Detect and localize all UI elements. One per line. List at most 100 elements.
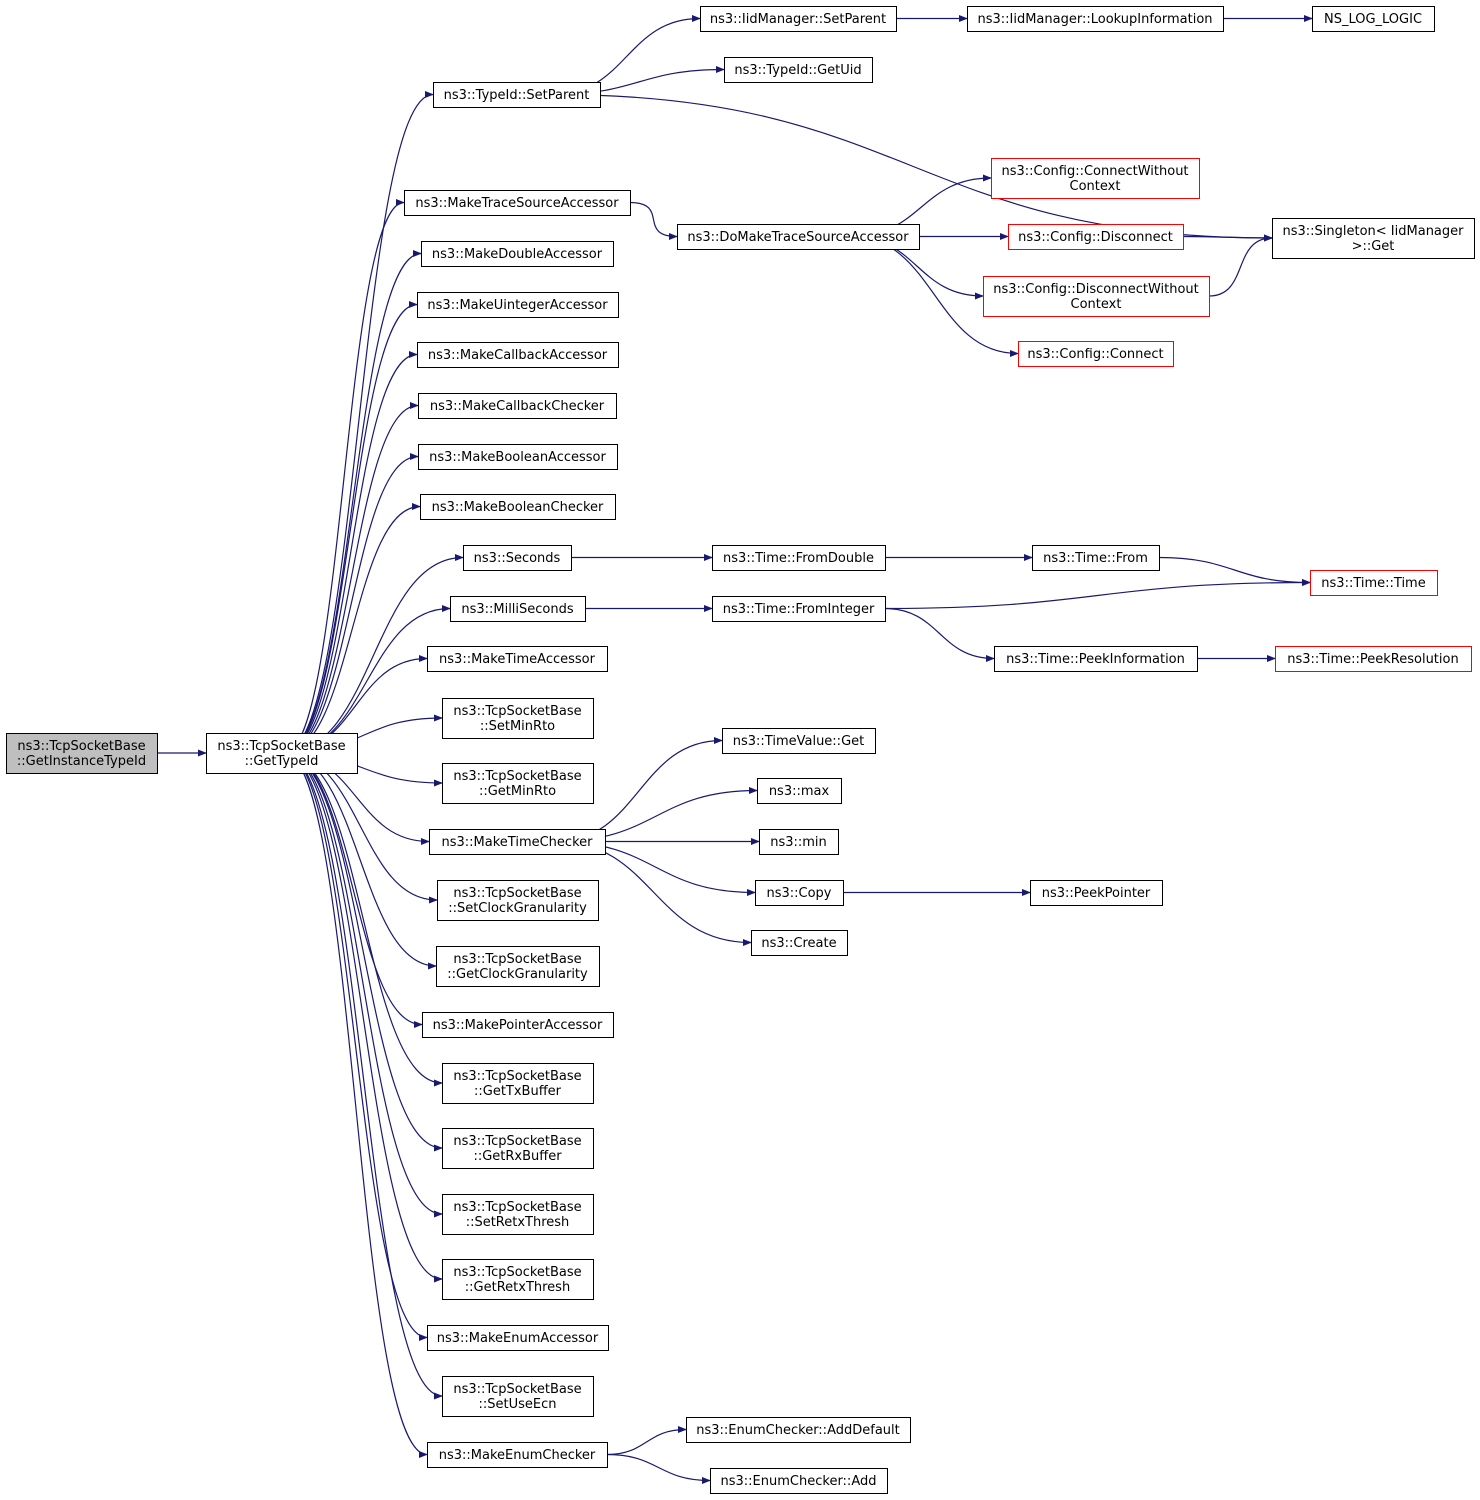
- node-make-boolean-acc[interactable]: ns3::MakeBooleanAccessor: [418, 444, 618, 470]
- node-label: >::Get: [1352, 239, 1395, 254]
- node-label: ::GetMinRto: [479, 784, 556, 799]
- node-label: ns3::Time::FromInteger: [723, 602, 875, 617]
- node-label: ns3::TcpSocketBase: [453, 1200, 581, 1215]
- edge-gettypeid-to-get_tx_buffer: [283, 752, 443, 1087]
- node-timevalue-get[interactable]: ns3::TimeValue::Get: [722, 728, 876, 754]
- node-label: ns3::EnumChecker::AddDefault: [696, 1423, 899, 1438]
- node-get-rx-buffer[interactable]: ns3::TcpSocketBase::GetRxBuffer: [442, 1128, 594, 1169]
- node-make-callback-acc[interactable]: ns3::MakeCallbackAccessor: [417, 342, 619, 368]
- node-get-clock-gran[interactable]: ns3::TcpSocketBase::GetClockGranularity: [436, 946, 600, 987]
- node-label: ns3::PeekPointer: [1042, 886, 1151, 901]
- node-box: [436, 946, 600, 987]
- edge-gettypeid-to-get_retx_thresh: [283, 752, 443, 1283]
- edge-gettypeid-to-make_trace_src_acc: [283, 198, 405, 754]
- node-time-fromdouble[interactable]: ns3::Time::FromDouble: [712, 545, 886, 571]
- node-make-boolean-chk[interactable]: ns3::MakeBooleanChecker: [420, 494, 616, 520]
- node-get-min-rto[interactable]: ns3::TcpSocketBase::GetMinRto: [442, 763, 594, 804]
- node-make-enum-acc[interactable]: ns3::MakeEnumAccessor: [427, 1325, 609, 1351]
- node-time-time[interactable]: ns3::Time::Time: [1310, 570, 1438, 596]
- node-box: [442, 1259, 594, 1300]
- node-typeid-getuid[interactable]: ns3::TypeId::GetUid: [724, 57, 873, 83]
- edge-gettypeid-to-make_enum_acc: [283, 752, 428, 1342]
- node-iid-setparent[interactable]: ns3::IidManager::SetParent: [700, 6, 897, 32]
- node-label: ns3::TcpSocketBase: [453, 704, 581, 719]
- node-set-clock-gran[interactable]: ns3::TcpSocketBase::SetClockGranularity: [437, 880, 599, 921]
- node-max[interactable]: ns3::max: [757, 778, 842, 804]
- node-box: [442, 1063, 594, 1104]
- node-iid-lookup[interactable]: ns3::IidManager::LookupInformation: [967, 6, 1224, 32]
- node-set-retx-thresh[interactable]: ns3::TcpSocketBase::SetRetxThresh: [442, 1194, 594, 1235]
- node-box: [710, 1468, 888, 1494]
- node-box: [404, 190, 631, 216]
- node-box: [1030, 880, 1163, 906]
- node-do-make-trace-src-acc[interactable]: ns3::DoMakeTraceSourceAccessor: [677, 224, 920, 250]
- edge-gettypeid-to-set_use_ecn: [283, 752, 443, 1400]
- edge-time_frominteger-to-time_time: [884, 578, 1311, 610]
- node-enum-add-default[interactable]: ns3::EnumChecker::AddDefault: [686, 1417, 911, 1443]
- node-milliseconds[interactable]: ns3::MilliSeconds: [450, 596, 586, 622]
- edge-gettypeid-to-get_rx_buffer: [283, 752, 443, 1152]
- node-ns-log-logic[interactable]: NS_LOG_LOGIC: [1312, 6, 1435, 32]
- node-make-time-chk[interactable]: ns3::MakeTimeChecker: [429, 829, 606, 855]
- node-label: NS_LOG_LOGIC: [1324, 12, 1422, 27]
- node-min[interactable]: ns3::min: [759, 829, 839, 855]
- node-label: ns3::MakeBooleanAccessor: [429, 450, 606, 465]
- node-label: ns3::MakeTimeChecker: [442, 835, 594, 850]
- node-label: ns3::TcpSocketBase: [453, 952, 581, 967]
- node-create[interactable]: ns3::Create: [751, 930, 848, 956]
- edge-make_enum_chk-to-enum_add_default: [606, 1425, 687, 1456]
- node-box: [983, 276, 1210, 317]
- edge-time_from-to-time_time: [1158, 556, 1311, 587]
- node-enum-add[interactable]: ns3::EnumChecker::Add: [710, 1468, 888, 1494]
- node-label: ns3::TcpSocketBase: [217, 739, 345, 754]
- node-box: [442, 698, 594, 739]
- node-copy[interactable]: ns3::Copy: [755, 880, 844, 906]
- node-box: [463, 545, 572, 571]
- node-make-time-acc[interactable]: ns3::MakeTimeAccessor: [427, 646, 608, 672]
- node-get-tx-buffer[interactable]: ns3::TcpSocketBase::GetTxBuffer: [442, 1063, 594, 1104]
- node-box: [442, 1376, 594, 1417]
- edge-make_trace_src_acc-to-do_make_trace_src_acc: [629, 201, 678, 241]
- node-label: ns3::Time::PeekResolution: [1287, 652, 1458, 667]
- node-seconds[interactable]: ns3::Seconds: [463, 545, 572, 571]
- node-label: ns3::min: [770, 835, 827, 850]
- node-make-pointer-acc[interactable]: ns3::MakePointerAccessor: [422, 1012, 614, 1038]
- node-typeid-setparent[interactable]: ns3::TypeId::SetParent: [433, 82, 601, 108]
- node-label: ns3::TcpSocketBase: [453, 1134, 581, 1149]
- node-peekpointer[interactable]: ns3::PeekPointer: [1030, 880, 1163, 906]
- node-label: ns3::Time::PeekInformation: [1006, 652, 1185, 667]
- node-label: ns3::max: [769, 784, 830, 799]
- node-set-min-rto[interactable]: ns3::TcpSocketBase::SetMinRto: [442, 698, 594, 739]
- node-label: ns3::Seconds: [474, 551, 561, 566]
- node-label: ns3::IidManager::LookupInformation: [977, 12, 1212, 27]
- node-label: ns3::MakeDoubleAccessor: [432, 247, 603, 262]
- node-make-callback-chk[interactable]: ns3::MakeCallbackChecker: [418, 393, 617, 419]
- node-cfg-connect[interactable]: ns3::Config::Connect: [1018, 341, 1174, 367]
- edge-gettypeid-to-typeid_setparent: [283, 90, 434, 754]
- node-time-peekinfo[interactable]: ns3::Time::PeekInformation: [994, 646, 1198, 672]
- edge-cfg_disconnect-to-singleton_get: [1182, 234, 1273, 242]
- node-root[interactable]: ns3::TcpSocketBase::GetInstanceTypeId: [6, 733, 158, 774]
- node-singleton-get[interactable]: ns3::Singleton< IidManager >::Get: [1272, 218, 1475, 259]
- node-make-trace-src-acc[interactable]: ns3::MakeTraceSourceAccessor: [404, 190, 631, 216]
- node-box: [1275, 646, 1472, 672]
- node-box: [712, 545, 886, 571]
- node-gettypeid[interactable]: ns3::TcpSocketBase::GetTypeId: [206, 733, 358, 774]
- node-box: [418, 393, 617, 419]
- node-label: ns3::TypeId::GetUid: [734, 63, 861, 78]
- node-make-enum-chk[interactable]: ns3::MakeEnumChecker: [427, 1442, 608, 1468]
- node-box: [1008, 224, 1184, 250]
- edge-gettypeid-to-make_callback_acc: [283, 350, 418, 754]
- node-time-from[interactable]: ns3::Time::From: [1032, 545, 1160, 571]
- node-label: ns3::EnumChecker::Add: [721, 1474, 877, 1489]
- node-time-frominteger[interactable]: ns3::Time::FromInteger: [712, 596, 886, 622]
- node-label: ns3::MakeCallbackAccessor: [428, 348, 608, 363]
- node-make-double-acc[interactable]: ns3::MakeDoubleAccessor: [421, 241, 614, 267]
- node-set-use-ecn[interactable]: ns3::TcpSocketBase::SetUseEcn: [442, 1376, 594, 1417]
- node-make-uinteger-acc[interactable]: ns3::MakeUintegerAccessor: [417, 292, 619, 318]
- node-get-retx-thresh[interactable]: ns3::TcpSocketBase::GetRetxThresh: [442, 1259, 594, 1300]
- node-time-peekres[interactable]: ns3::Time::PeekResolution: [1275, 646, 1472, 672]
- node-cfg-disconnect[interactable]: ns3::Config::Disconnect: [1008, 224, 1184, 250]
